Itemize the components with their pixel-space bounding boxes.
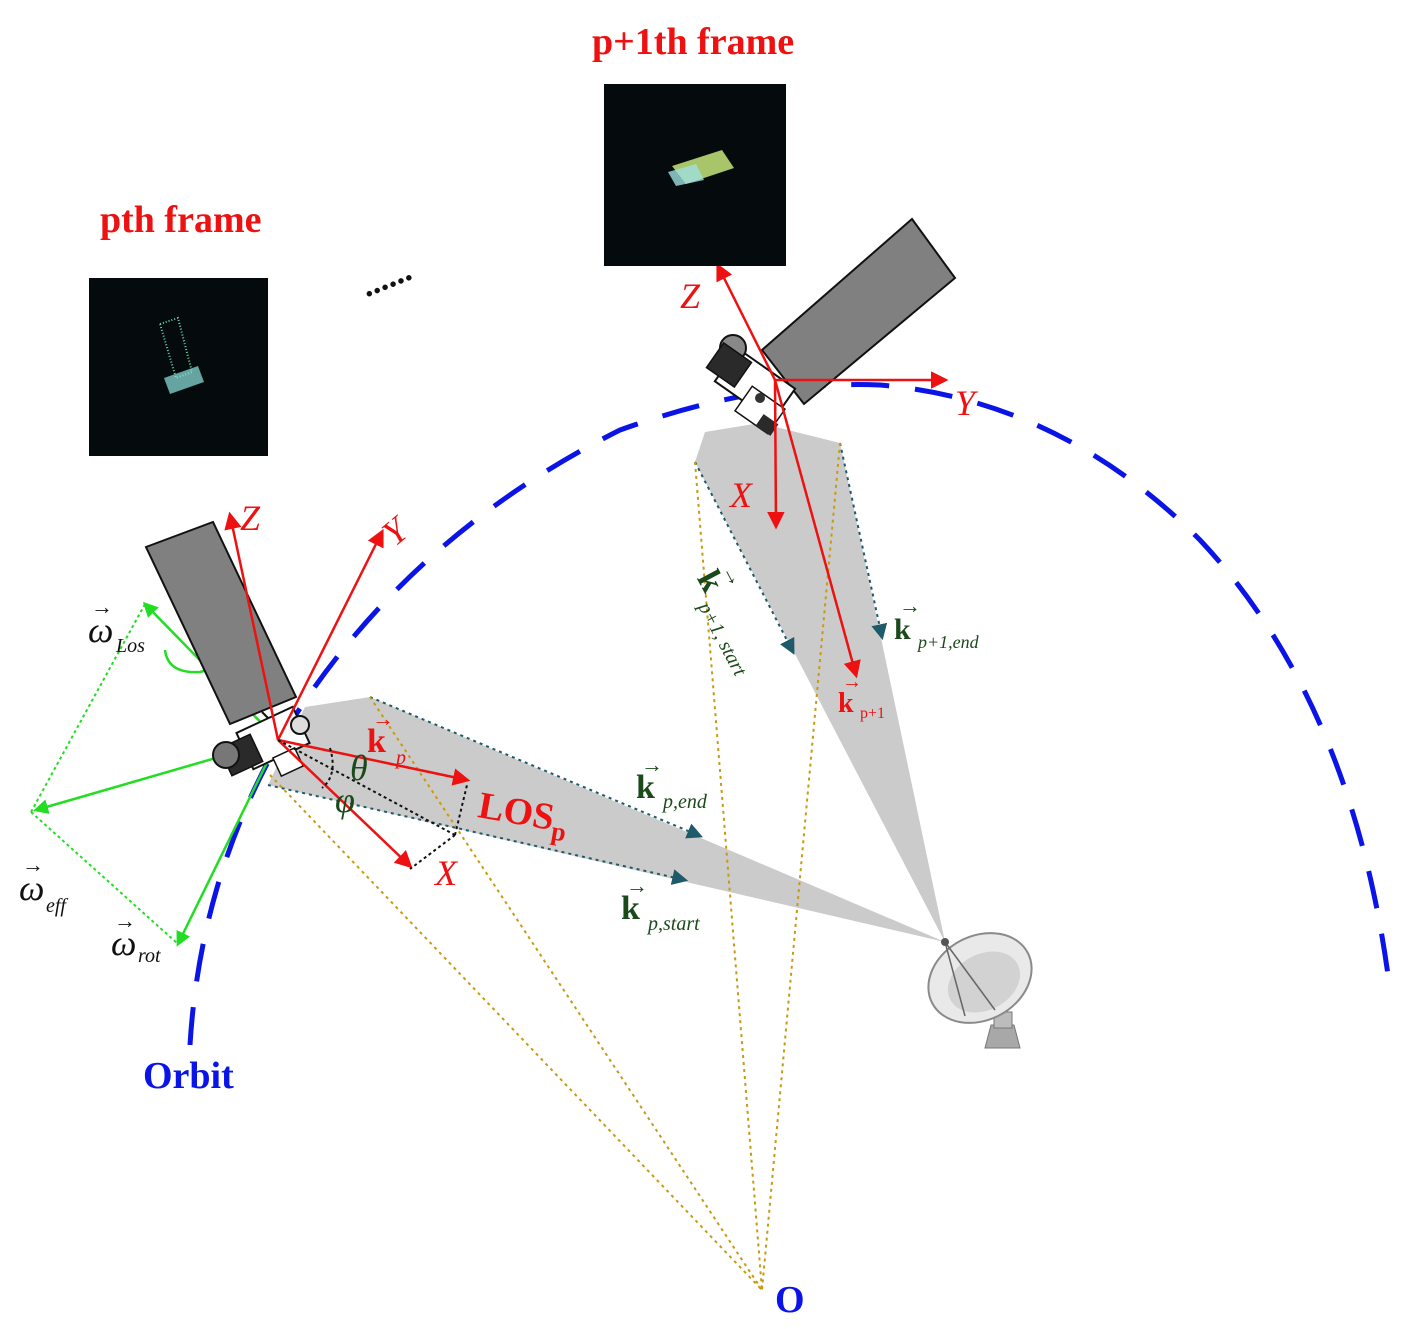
svg-text:rot: rot <box>138 945 161 967</box>
omega-los-label: → ω Los <box>88 594 145 657</box>
frame-ellipsis: ...... <box>355 251 416 304</box>
svg-text:k: k <box>367 723 386 760</box>
axis-z-pth: Z <box>240 498 261 538</box>
svg-text:p+1,end: p+1,end <box>916 632 980 652</box>
svg-text:k: k <box>636 769 655 806</box>
svg-text:p: p <box>394 747 406 769</box>
orbit-label: Orbit <box>143 1055 234 1097</box>
svg-text:ω: ω <box>111 923 136 963</box>
svg-text:k: k <box>894 613 911 646</box>
origin-label: O <box>775 1279 805 1321</box>
svg-text:ω: ω <box>19 868 44 908</box>
omega-eff-label: → ω eff <box>19 852 68 917</box>
axis-z-p1th: Z <box>680 276 701 316</box>
axis-y-pth: Y <box>374 507 418 553</box>
axis-x-pth: X <box>433 853 459 893</box>
k-p1-end-label: → k p+1,end <box>894 593 980 652</box>
svg-text:k: k <box>689 564 731 598</box>
svg-text:k: k <box>621 890 640 927</box>
k-p-end-label: → k p,end <box>636 752 708 813</box>
svg-text:Los: Los <box>115 635 145 657</box>
svg-text:k: k <box>838 688 854 719</box>
isar-image-pth <box>89 278 268 456</box>
svg-text:p+1, start: p+1, start <box>693 597 751 680</box>
axis-y-p1th: Y <box>955 383 979 423</box>
svg-text:eff: eff <box>46 895 68 917</box>
omega-rot-label: → ω rot <box>111 908 161 967</box>
pth-frame-title: pth frame <box>100 199 261 241</box>
svg-text:p,end: p,end <box>661 791 708 813</box>
radar-dish-icon <box>913 916 1048 1048</box>
svg-text:p+1: p+1 <box>860 705 885 722</box>
isar-image-p1th <box>604 84 786 266</box>
svg-text:ω: ω <box>88 610 113 650</box>
svg-text:p,start: p,start <box>646 913 700 935</box>
phi-symbol: φ <box>335 780 355 820</box>
axis-x-p1th: X <box>728 475 754 515</box>
p1th-frame-title: p+1th frame <box>592 21 794 63</box>
satellite-pth-icon <box>146 522 310 776</box>
